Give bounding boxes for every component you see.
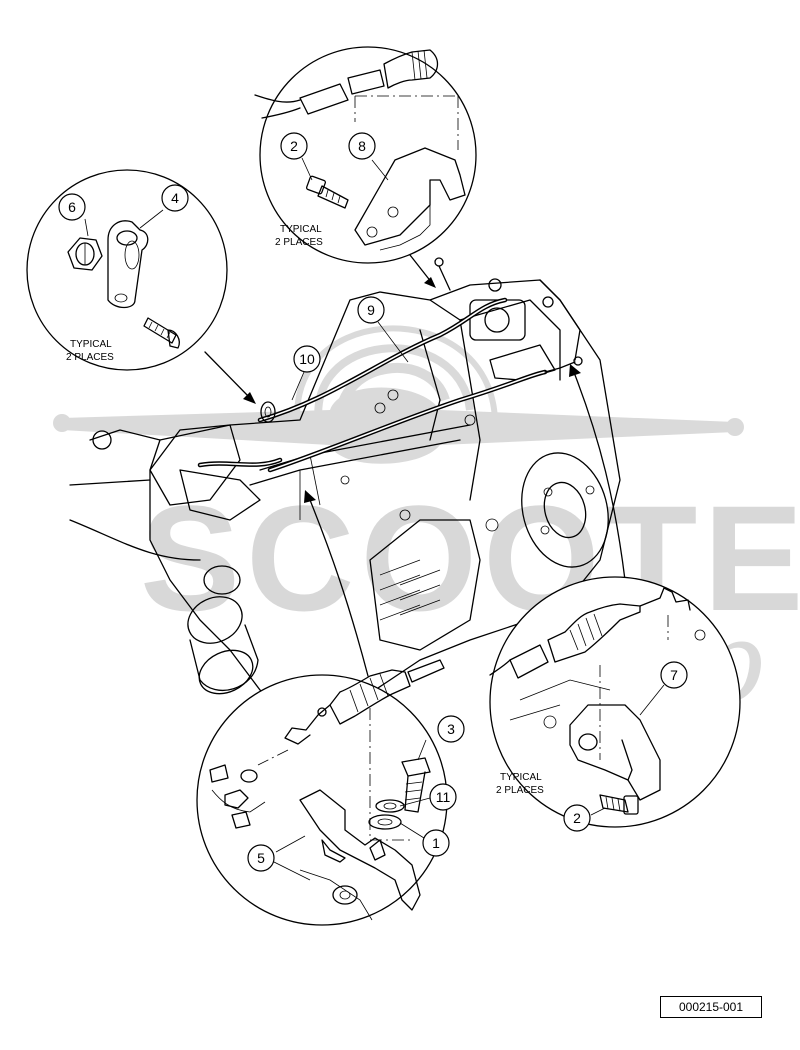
callout-10: 10 (291, 345, 321, 401)
note-right-line1: TYPICAL (500, 772, 542, 783)
callout-9: 9 (357, 296, 409, 363)
callout-1: 1 (422, 829, 450, 857)
svg-text:1: 1 (432, 835, 440, 851)
callout-11: 11 (429, 783, 457, 811)
figure-id-label: 000215-001 (660, 996, 762, 1018)
callout-7: 7 (660, 661, 688, 689)
callout-2-top: 2 (280, 132, 308, 160)
note-left-line2: 2 PLACES (66, 352, 114, 363)
svg-text:8: 8 (358, 138, 366, 154)
callouts: 2 8 6 4 9 10 7 2 (58, 132, 688, 872)
svg-text:6: 6 (68, 199, 76, 215)
arrow-head-left (243, 392, 256, 404)
svg-text:5: 5 (257, 850, 265, 866)
svg-text:11: 11 (436, 789, 451, 805)
callout-8: 8 (348, 132, 376, 160)
svg-text:2: 2 (290, 138, 298, 154)
arrow-head-right (569, 364, 581, 377)
callout-4: 4 (161, 184, 189, 212)
note-top-line2: 2 PLACES (275, 237, 323, 248)
note-left-line1: TYPICAL (70, 339, 112, 350)
note-right-line2: 2 PLACES (496, 785, 544, 796)
detail-bottom (196, 659, 448, 926)
svg-text:9: 9 (367, 302, 375, 318)
svg-text:3: 3 (447, 721, 455, 737)
detail-left: TYPICAL 2 PLACES (26, 169, 228, 371)
arrow-head-top (424, 277, 436, 288)
svg-text:4: 4 (171, 190, 179, 206)
callout-5: 5 (247, 844, 275, 872)
svg-text:7: 7 (670, 667, 678, 683)
callout-6: 6 (58, 193, 86, 221)
detail-right: TYPICAL 2 PLACES (489, 576, 741, 828)
svg-text:10: 10 (299, 351, 315, 367)
arrow-head-bottom (304, 490, 316, 503)
callout-3: 3 (437, 715, 465, 743)
svg-text:2: 2 (573, 810, 581, 826)
callout-2-right: 2 (563, 804, 591, 832)
pointer-arrows (204, 254, 626, 677)
note-top-line1: TYPICAL (280, 224, 322, 235)
engine-assembly (69, 257, 621, 721)
